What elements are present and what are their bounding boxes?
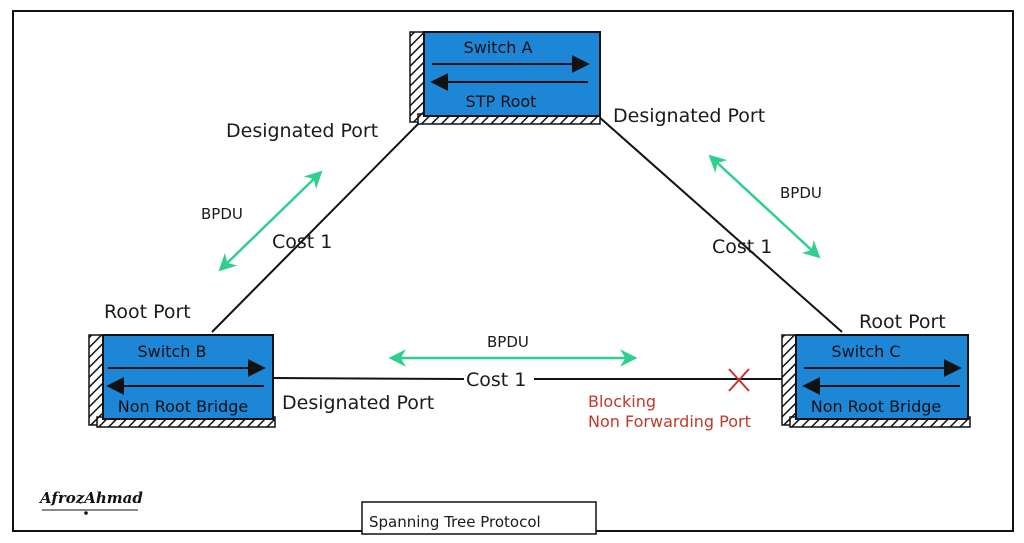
port-label-a-right: Designated Port [613,105,765,127]
bpdu-label-right: BPDU [780,184,822,202]
switch-a-name: Switch A [464,38,533,57]
switch-c-name: Switch C [831,342,900,361]
caption-box: Spanning Tree Protocol [361,501,597,535]
cost-label-ac: Cost 1 [712,236,772,258]
switch-c[interactable]: Switch C Non Root Bridge [781,334,971,428]
bpdu-label-left: BPDU [201,205,243,223]
bpdu-label-bottom: BPDU [487,333,529,351]
switch-a-role: STP Root [466,92,537,111]
non-forwarding-label: Non Forwarding Port [588,412,751,431]
link-a-b [211,121,421,333]
switch-a[interactable]: Switch A STP Root [409,31,601,125]
cost-label-ab: Cost 1 [272,231,332,253]
afrozahmad-logo: AfrozAhmad [38,489,143,515]
bpdu-arrow-right [708,154,821,259]
switch-b[interactable]: Switch B Non Root Bridge [88,334,276,428]
switch-b-name: Switch B [138,342,207,361]
port-label-b-right: Designated Port [282,392,434,414]
cost-label-bc: Cost 1 [466,369,526,391]
link-a-c [597,115,843,333]
blocking-label: Blocking [588,392,656,411]
switch-c-role: Non Root Bridge [811,397,941,416]
switch-b-role: Non Root Bridge [118,397,248,416]
svg-text:AfrozAhmad: AfrozAhmad [38,489,143,507]
port-label-a-left: Designated Port [226,120,378,142]
caption-text: Spanning Tree Protocol [369,513,541,531]
link-b-c-left [271,377,465,380]
port-label-c-top: Root Port [859,311,946,333]
port-label-b-top: Root Port [104,301,191,323]
x-mark-icon [728,368,750,392]
bpdu-arrow-left [218,170,323,272]
